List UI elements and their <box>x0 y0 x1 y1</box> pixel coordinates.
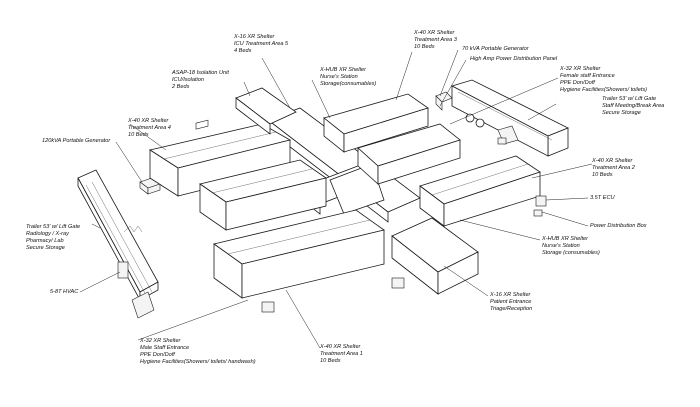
label-hvac: 5-8T HVAC <box>50 289 79 295</box>
power-box <box>533 209 543 217</box>
generator-70kva <box>435 91 453 111</box>
label-generator-70: 70 kVA Portable Generator <box>462 46 529 52</box>
shelter-x40-area2 <box>419 155 541 227</box>
hvac-unit <box>261 301 275 313</box>
label-power-box: Power Distribution Box <box>590 223 647 229</box>
shelter-x40-area3 <box>323 93 461 185</box>
triage-equipment <box>391 277 405 289</box>
generator-120kva <box>139 177 161 195</box>
trailer-staff <box>450 79 569 157</box>
shelter-x40-area1 <box>213 209 385 299</box>
staff-equipment <box>497 137 507 145</box>
shelter-x40-mid-left <box>199 159 327 231</box>
shelter-x16-area5 <box>235 87 297 135</box>
label-power-panel: High Amp Power Distribution Panel <box>470 56 558 62</box>
central-corridor <box>267 107 421 223</box>
shelter-x40-area4 <box>148 119 292 197</box>
leader-lines <box>79 49 593 349</box>
shelter-x16-triage <box>391 217 479 295</box>
label-generator-120: 120kVA Portable Generator <box>42 138 111 144</box>
ecu-unit <box>535 195 547 207</box>
label-ecu: 3.5T ECU <box>590 195 615 201</box>
trailer-radiology <box>77 169 159 319</box>
